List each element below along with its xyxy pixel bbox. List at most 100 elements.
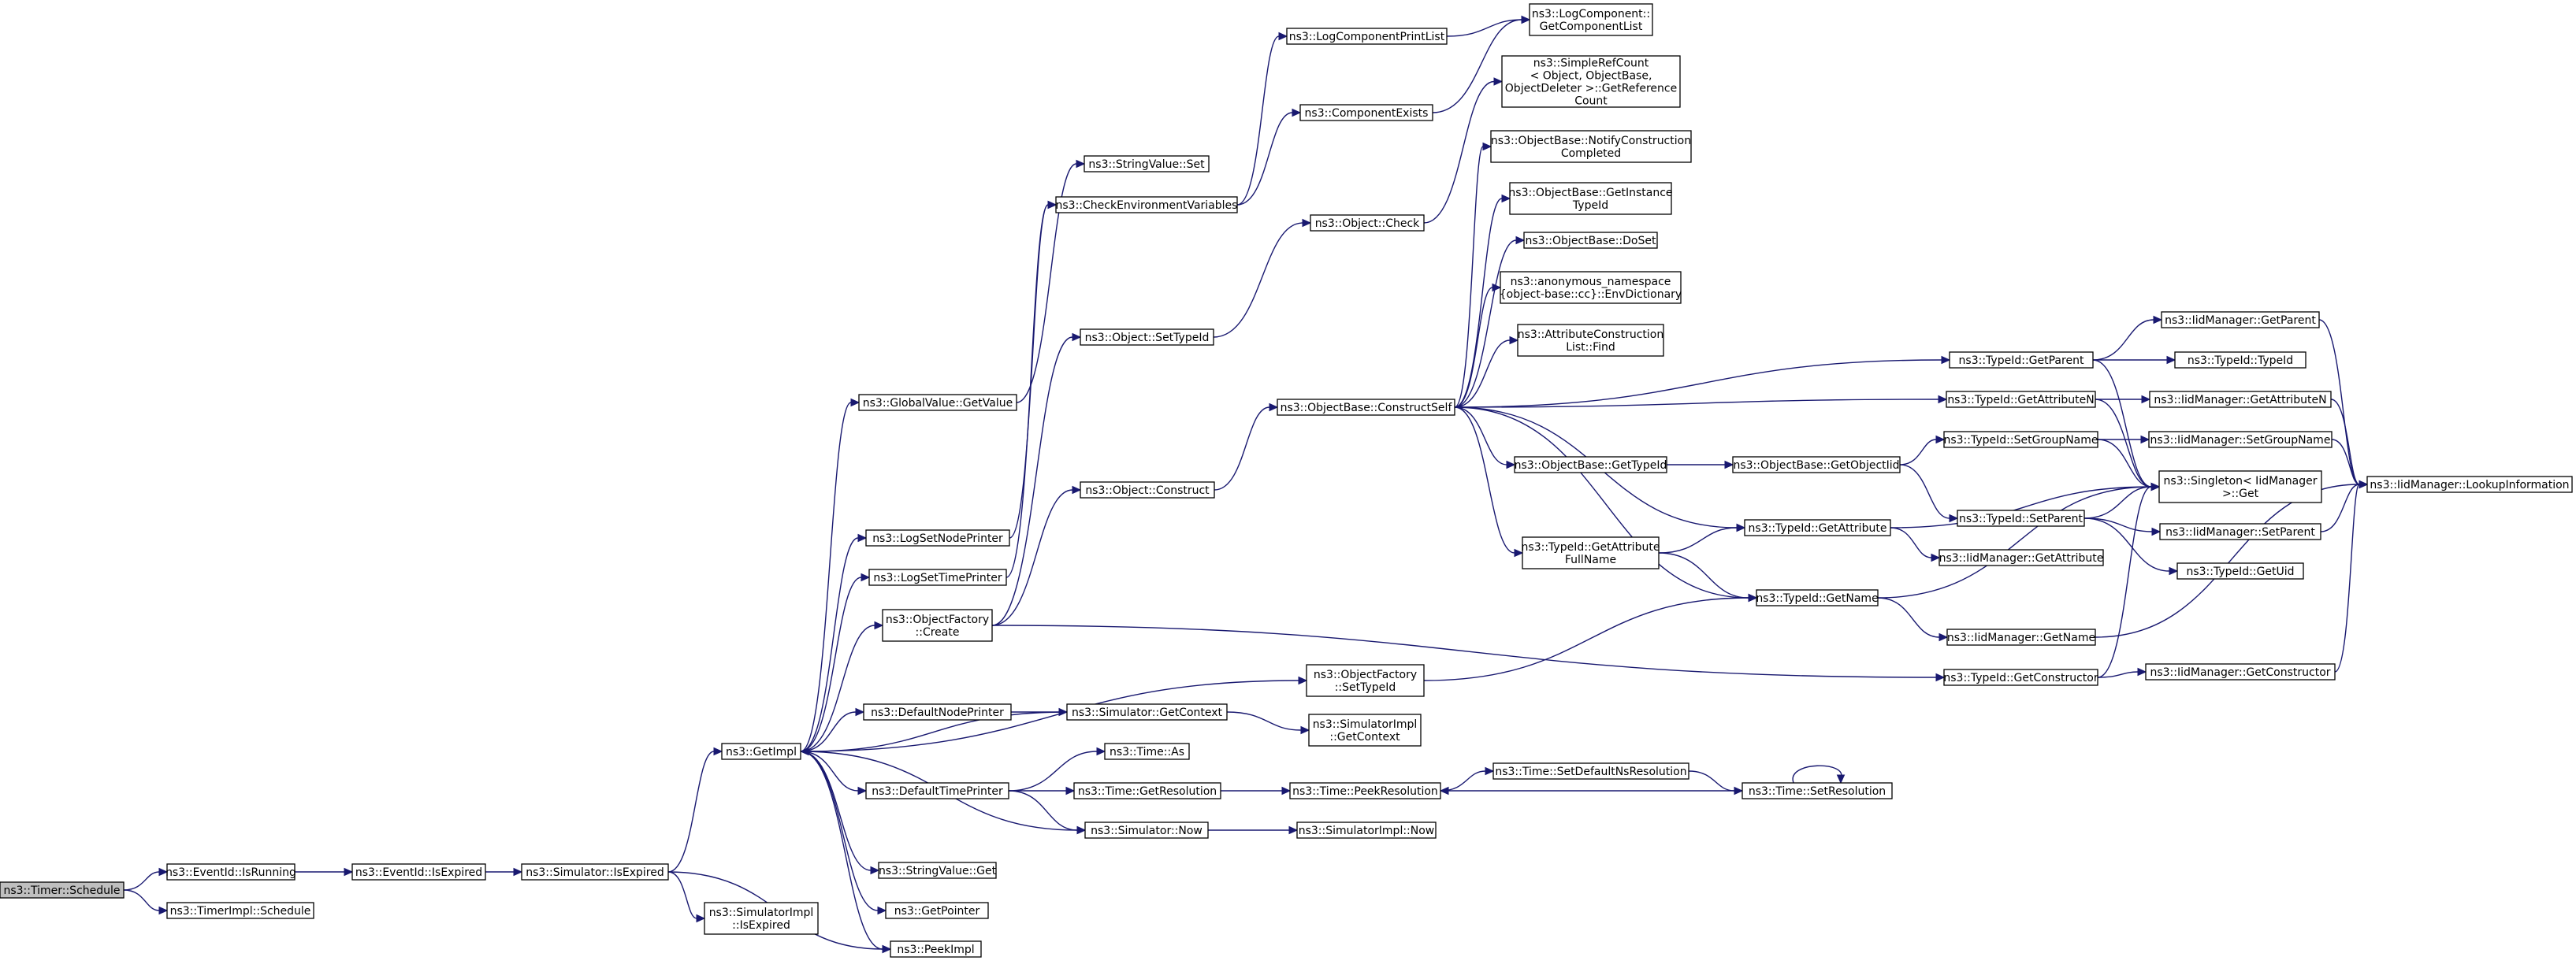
node-typeid-setparent[interactable]: ns3::TypeId::SetParent xyxy=(1957,510,2085,527)
edge-arrowhead xyxy=(1292,108,1302,117)
node-typeid-getattribute[interactable]: ns3::TypeId::GetAttribute xyxy=(1744,519,1891,536)
node-typeid-getconstructor[interactable]: ns3::TypeId::GetConstructor xyxy=(1943,669,2098,686)
node-time-peekresolution[interactable]: ns3::Time::PeekResolution xyxy=(1289,782,1441,799)
node-object-settypeid[interactable]: ns3::Object::SetTypeId xyxy=(1080,328,1214,346)
node-eventid-isrunning[interactable]: ns3::EventId::IsRunning xyxy=(165,863,296,881)
node-componentexists[interactable]: ns3::ComponentExists xyxy=(1299,104,1433,121)
edge-line xyxy=(2092,359,2152,488)
node-checkenv[interactable]: ns3::CheckEnvironmentVariables xyxy=(1055,196,1238,213)
node-time-setdefaultns[interactable]: ns3::Time::SetDefaultNsResolution xyxy=(1492,762,1689,780)
node-defaulttimeprinter[interactable]: ns3::DefaultTimePrinter xyxy=(865,782,1009,799)
edge-arrowhead xyxy=(877,906,887,915)
node-iidmgr-getconstructor[interactable]: ns3::IidManager::GetConstructor xyxy=(2145,663,2336,681)
node-box xyxy=(1946,629,2096,646)
node-box xyxy=(1514,456,1667,473)
node-label: FullName xyxy=(1565,554,1616,566)
node-objectbase-gettypeid[interactable]: ns3::ObjectBase::GetTypeId xyxy=(1514,456,1667,473)
node-objectbase-notify[interactable]: ns3::ObjectBase::NotifyConstructionCompl… xyxy=(1490,130,1692,163)
node-iidmgr-getattributen[interactable]: ns3::IidManager::GetAttributeN xyxy=(2149,391,2332,408)
node-simulator-isexpired[interactable]: ns3::Simulator::IsExpired xyxy=(521,863,669,881)
node-object-check[interactable]: ns3::Object::Check xyxy=(1310,214,1425,232)
edge-line xyxy=(1454,406,1507,465)
node-label: ns3::GetPointer xyxy=(894,905,980,918)
node-iidmgr-setparent[interactable]: ns3::IidManager::SetParent xyxy=(2159,523,2321,540)
node-label: ns3::ObjectFactory xyxy=(886,614,989,626)
node-singleton-get[interactable]: ns3::Singleton< IidManager>::Get xyxy=(2158,470,2322,503)
node-iidmgr-setgroupname[interactable]: ns3::IidManager::SetGroupName xyxy=(2148,431,2333,448)
node-box xyxy=(2148,431,2333,448)
node-logsettimeprinter[interactable]: ns3::LogSetTimePrinter xyxy=(868,569,1007,586)
node-globalvalue-getvalue[interactable]: ns3::GlobalValue::GetValue xyxy=(858,394,1017,411)
node-objectbase-getobjectiid[interactable]: ns3::ObjectBase::GetObjectIid xyxy=(1732,456,1901,473)
node-label: ns3::TypeId::GetName xyxy=(1756,592,1878,605)
node-objectfactory-create[interactable]: ns3::ObjectFactory::Create xyxy=(882,609,993,642)
node-logcompprintlist[interactable]: ns3::LogComponentPrintList xyxy=(1286,28,1448,45)
node-stringvalue-get[interactable]: ns3::StringValue::Get xyxy=(878,862,997,879)
node-object-construct[interactable]: ns3::Object::Construct xyxy=(1080,481,1215,499)
edge-line xyxy=(2330,399,2360,485)
node-label: ns3::IidManager::SetParent xyxy=(2165,526,2315,539)
node-simimpl-now[interactable]: ns3::SimulatorImpl::Now xyxy=(1296,822,1437,839)
edge-line xyxy=(123,889,160,911)
node-getpointer[interactable]: ns3::GetPointer xyxy=(885,902,989,919)
node-iidmgr-lookupinformation[interactable]: ns3::IidManager::LookupInformation xyxy=(2366,476,2573,493)
node-iidmgr-getname[interactable]: ns3::IidManager::GetName xyxy=(1946,629,2096,646)
node-typeid-setgroupname[interactable]: ns3::TypeId::SetGroupName xyxy=(1943,431,2098,448)
node-logsetnodeprinter[interactable]: ns3::LogSetNodePrinter xyxy=(865,529,1010,547)
node-box xyxy=(1104,743,1190,760)
node-box xyxy=(1306,664,1425,697)
node-typeid-getuid[interactable]: ns3::TypeId::GetUid xyxy=(2176,562,2304,580)
node-iidmgr-getattribute[interactable]: ns3::IidManager::GetAttribute xyxy=(1939,549,2104,566)
call-edge-timer_schedule-to-timerimpl_schedule xyxy=(123,889,169,915)
node-peekimpl[interactable]: ns3::PeekImpl xyxy=(890,940,982,958)
edge-arrowhead xyxy=(1439,786,1449,796)
node-objectfactory-settypeid[interactable]: ns3::ObjectFactory::SetTypeId xyxy=(1306,664,1425,697)
call-edge-simulator_now-to-simimpl_now xyxy=(1208,825,1299,835)
node-simimpl-getcontext[interactable]: ns3::SimulatorImpl::GetContext xyxy=(1308,714,1422,747)
node-box xyxy=(1957,510,2085,527)
call-edge-logsettimeprinter-to-checkenv xyxy=(1005,200,1058,578)
edge-arrowhead xyxy=(1493,77,1504,86)
node-box xyxy=(2366,476,2573,493)
node-label: ns3::Timer::Schedule xyxy=(3,885,120,897)
edge-arrowhead xyxy=(2140,435,2150,444)
node-box xyxy=(166,863,296,881)
node-typeid-getparent[interactable]: ns3::TypeId::GetParent xyxy=(1949,351,2094,369)
node-label: ns3::SimpleRefCount xyxy=(1533,57,1649,70)
node-timerimpl-schedule[interactable]: ns3::TimerImpl::Schedule xyxy=(166,902,314,919)
node-label: ns3::Object::Check xyxy=(1315,217,1420,230)
node-label: ns3::Object::Construct xyxy=(1085,484,1210,497)
node-time-setresolution[interactable]: ns3::Time::SetResolution xyxy=(1741,782,1893,799)
node-typeid-typeid[interactable]: ns3::TypeId::TypeId xyxy=(2174,351,2307,369)
node-anon-envdict[interactable]: ns3::anonymous_namespace{object-base::cc… xyxy=(1500,271,1682,304)
node-typeid-getattributen[interactable]: ns3::TypeId::GetAttributeN xyxy=(1946,391,2096,408)
node-timer-schedule[interactable]: ns3::Timer::Schedule xyxy=(0,881,125,899)
call-edge-iidmgr_setgroupname-to-iidmgr_lookupinformation xyxy=(2331,439,2369,489)
node-eventid-isexpired[interactable]: ns3::EventId::IsExpired xyxy=(351,863,486,881)
edge-arrowhead xyxy=(857,786,868,796)
node-objectbase-constructself[interactable]: ns3::ObjectBase::ConstructSelf xyxy=(1277,399,1455,416)
node-defaultnodeprinter[interactable]: ns3::DefaultNodePrinter xyxy=(863,703,1012,721)
node-box xyxy=(1939,549,2104,566)
node-simulator-now[interactable]: ns3::Simulator::Now xyxy=(1084,822,1209,839)
node-simulator-getcontext[interactable]: ns3::Simulator::GetContext xyxy=(1066,703,1228,721)
node-simplerefcount[interactable]: ns3::SimpleRefCount< Object, ObjectBase,… xyxy=(1501,55,1681,108)
node-objectbase-doset[interactable]: ns3::ObjectBase::DoSet xyxy=(1523,232,1658,249)
node-simimpl-isexpired[interactable]: ns3::SimulatorImpl::IsExpired xyxy=(704,902,819,935)
call-edge-object_check-to-simplerefcount xyxy=(1423,77,1504,224)
edge-line xyxy=(991,625,1937,678)
node-typeid-getname[interactable]: ns3::TypeId::GetName xyxy=(1756,589,1879,606)
node-logcomp-getcomplist[interactable]: ns3::LogComponent::GetComponentList xyxy=(1529,3,1653,36)
node-time-as[interactable]: ns3::Time::As xyxy=(1104,743,1190,760)
call-edge-objectbase_gettypeid-to-objectbase_getobjectiid xyxy=(1667,460,1734,469)
node-stringvalue-set[interactable]: ns3::StringValue::Set xyxy=(1084,155,1210,172)
node-label: ns3::ObjectBase::DoSet xyxy=(1526,235,1656,247)
node-time-getresolution[interactable]: ns3::Time::GetResolution xyxy=(1073,782,1221,799)
node-iidmgr-getparent[interactable]: ns3::IidManager::GetParent xyxy=(2161,311,2320,328)
node-box xyxy=(1066,703,1228,721)
node-getimpl[interactable]: ns3::GetImpl xyxy=(721,743,801,760)
